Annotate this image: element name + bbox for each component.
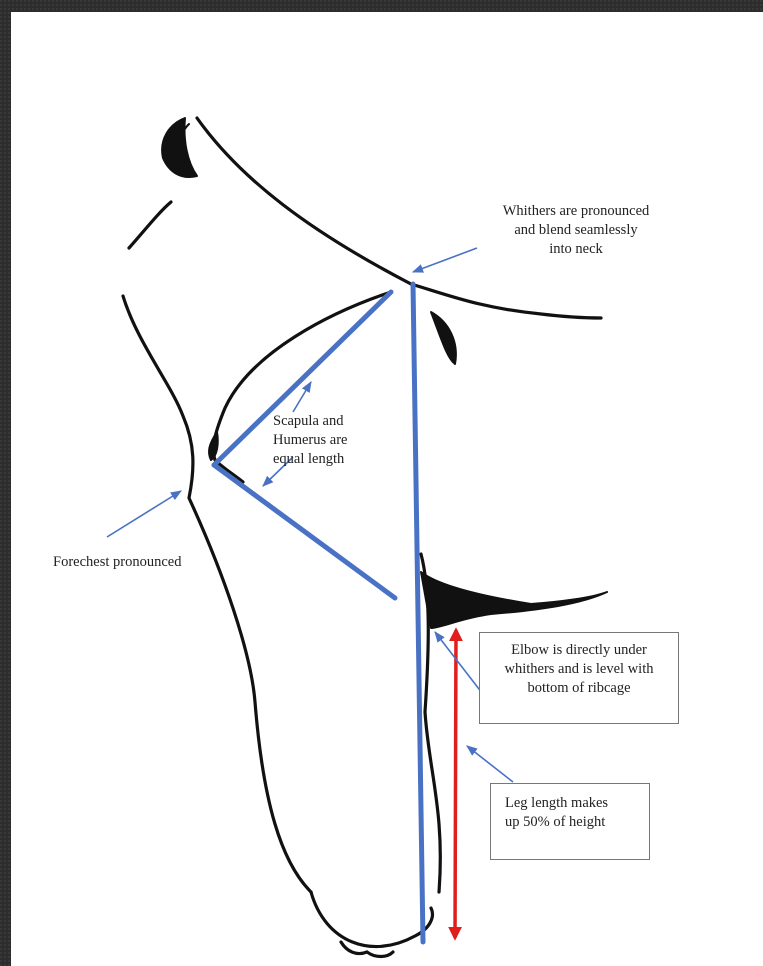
front-paw-outline [311, 892, 432, 947]
elbow-label-line-3: bottom of ribcage [480, 679, 678, 698]
humerus-line [214, 465, 395, 598]
elbow-label-line-2: whithers and is level with [480, 660, 678, 679]
vertical-withers-line [413, 284, 423, 942]
forechest-arrow [107, 491, 181, 537]
guide-lines [214, 284, 423, 942]
leg-arrow [467, 746, 513, 782]
withers-label: Whithers are pronounced and blend seamle… [476, 202, 676, 259]
scapula-label-line-2: Humerus are [273, 431, 373, 450]
shoulder-dark-outline [209, 432, 218, 460]
leg-length-arrow [455, 630, 456, 938]
withers-dark-outline [431, 312, 456, 364]
withers-arrow [413, 248, 477, 272]
elbow-label-line-1: Elbow is directly under [480, 641, 678, 660]
scapula-label-line-3: equal length [273, 450, 373, 469]
leg-length-callout-box: Leg length makes up 50% of height [490, 783, 650, 860]
dog-forequarter-diagram [11, 12, 763, 966]
diagram-page: Whithers are pronounced and blend seamle… [11, 12, 763, 966]
forechest-label: Forechest pronounced [53, 553, 181, 572]
elbow-dark-outline [421, 572, 607, 628]
topline-outline [411, 284, 601, 318]
scapula-label-line-1: Scapula and [273, 412, 373, 431]
withers-label-line-3: into neck [476, 240, 676, 259]
withers-label-line-2: and blend seamlessly [476, 221, 676, 240]
withers-label-line-1: Whithers are pronounced [476, 202, 676, 221]
head-back-outline [197, 118, 411, 284]
leg-label-line-2: up 50% of height [505, 813, 649, 832]
leg-label-line-1: Leg length makes [505, 794, 649, 813]
front-chest-outline [123, 296, 311, 892]
scapula-humerus-label: Scapula and Humerus are equal length [273, 412, 373, 469]
ear-outline [162, 118, 197, 177]
paw-toes-outline [341, 942, 393, 957]
elbow-callout-box: Elbow is directly under whithers and is … [479, 632, 679, 724]
throat-outline [129, 202, 171, 248]
